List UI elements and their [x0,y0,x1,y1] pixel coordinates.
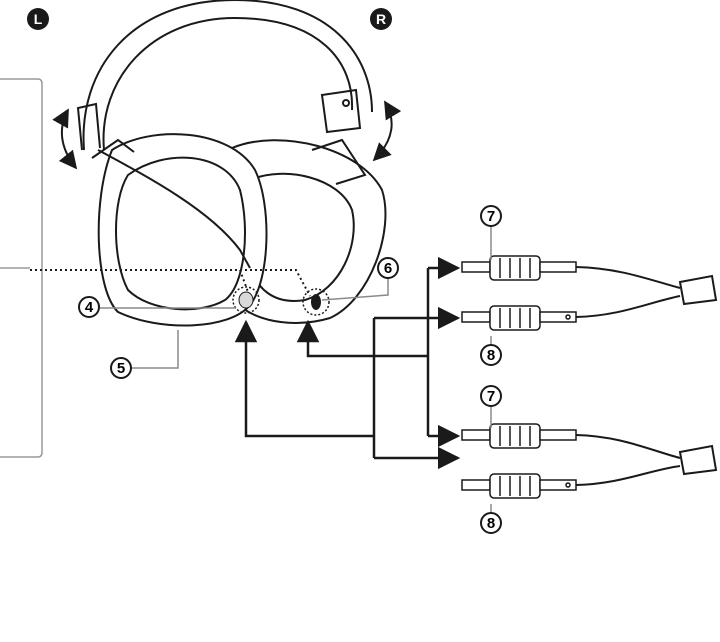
svg-text:R: R [376,11,386,27]
plug-lower-a [462,424,576,448]
svg-text:7: 7 [487,388,495,405]
svg-text:6: 6 [384,260,392,277]
callout-8-lower: 8 [481,513,501,533]
headband [78,0,372,150]
callout-5: 5 [111,358,131,378]
callout-4: 4 [79,297,99,317]
svg-text:4: 4 [85,299,94,316]
svg-text:5: 5 [117,360,125,377]
right-side-marker: R [370,8,392,30]
cable-upper [576,267,716,317]
callout-7-lower: 7 [481,386,501,406]
plug-upper-a [462,256,576,280]
callout-6: 6 [378,258,398,278]
plug-lower-b [462,474,576,498]
svg-text:8: 8 [487,347,495,364]
callout-7-upper: 7 [481,206,501,226]
svg-text:L: L [34,11,43,27]
callout-8-upper: 8 [481,345,501,365]
left-side-marker: L [27,8,49,30]
svg-text:8: 8 [487,515,495,532]
plug-upper-b [462,306,576,330]
svg-text:7: 7 [487,208,495,225]
cable-lower [576,435,716,485]
